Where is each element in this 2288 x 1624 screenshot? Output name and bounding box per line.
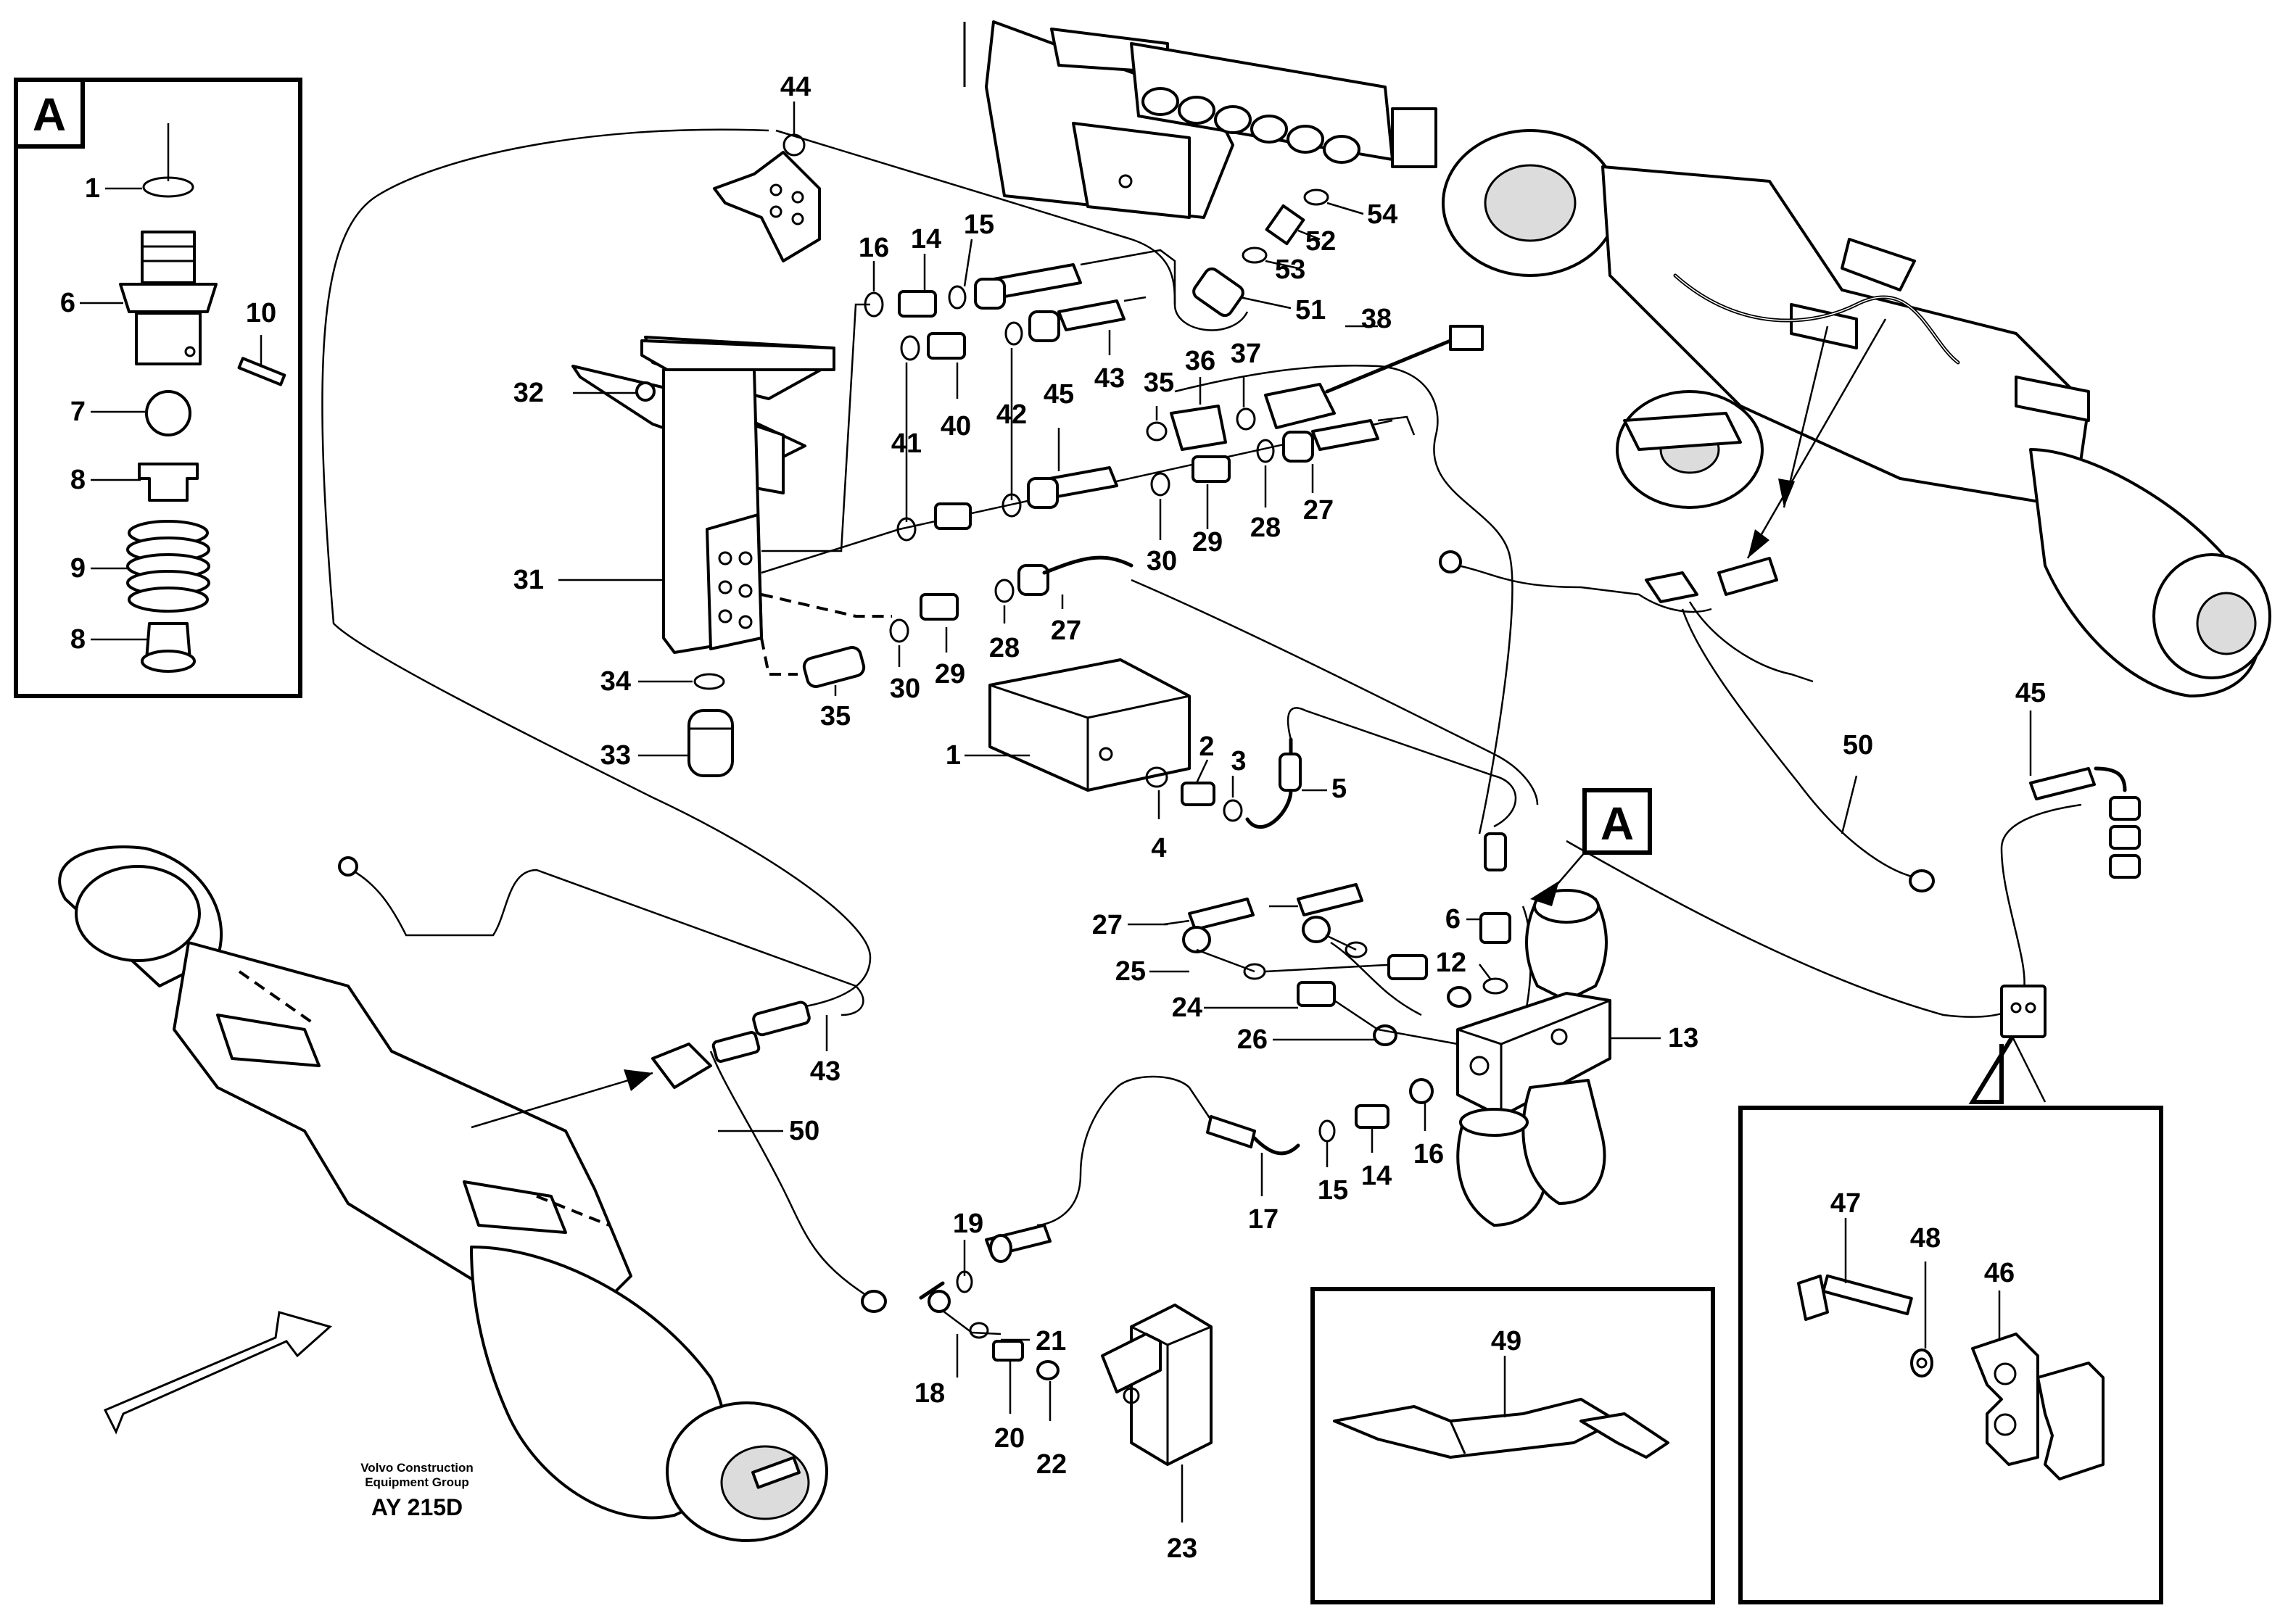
callout-26: 26 (1237, 1024, 1268, 1055)
callout-51: 51 (1295, 295, 1326, 326)
credit-block: Volvo Construction Equipment Group AY 21… (360, 1461, 474, 1520)
callout-3: 3 (1231, 746, 1246, 776)
credit-code: AY 215D (371, 1494, 463, 1520)
callout-19: 19 (953, 1209, 983, 1239)
callout-52: 52 (1305, 226, 1336, 257)
fitting-group-valve-left: 27 25 24 26 (1092, 883, 1471, 1055)
callout-27-right: 27 (1303, 495, 1334, 526)
callout-44: 44 (780, 72, 811, 102)
callout-43-bottom: 43 (810, 1056, 841, 1087)
callout-9: 9 (70, 553, 86, 584)
callout-15-top: 15 (964, 210, 994, 240)
callout-48: 48 (1910, 1223, 1941, 1254)
callout-41: 41 (891, 428, 922, 459)
callout-45-top: 45 (1044, 379, 1074, 410)
callout-10: 10 (246, 298, 276, 328)
front-axle: 43 50 (58, 845, 887, 1542)
callout-16-bottom: 16 (1413, 1139, 1444, 1169)
reservoir-box-1: 1 2 3 4 5 (946, 658, 1517, 863)
callout-37: 37 (1231, 339, 1261, 369)
callout-53: 53 (1275, 254, 1305, 285)
callout-50-top: 50 (1843, 730, 1873, 761)
callout-32: 32 (513, 378, 544, 408)
callout-46: 46 (1984, 1258, 2015, 1288)
callout-36: 36 (1185, 346, 1215, 376)
callout-7: 7 (70, 397, 86, 427)
callout-42: 42 (996, 399, 1027, 430)
callout-29-lower: 29 (935, 659, 965, 689)
callout-47: 47 (1830, 1188, 1861, 1219)
detail-frame-clamp: 47 48 46 (1738, 1106, 2163, 1604)
callout-30-right: 30 (1147, 546, 1177, 576)
rear-axle: 50 45 (1439, 129, 2271, 1104)
callout-28-lower: 28 (989, 633, 1020, 663)
callout-23: 23 (1167, 1533, 1197, 1564)
callout-8-upper: 8 (70, 465, 86, 495)
callout-30-lower: 30 (890, 674, 920, 704)
callout-20: 20 (994, 1423, 1025, 1454)
callout-2: 2 (1199, 732, 1214, 762)
callout-45-right: 45 (2015, 678, 2046, 708)
callout-11: 1 (85, 173, 100, 204)
callout-8-lower: 8 (70, 624, 86, 655)
credit-line-1: Volvo Construction (360, 1461, 474, 1475)
callout-27-lower: 27 (1051, 616, 1081, 646)
callout-6: 6 (1445, 904, 1461, 935)
fitting-group-valve-bottom: 17 15 14 16 (1116, 1075, 1444, 1235)
top-valve-assembly: 44 54 52 53 51 (713, 20, 1437, 326)
callout-18: 18 (914, 1378, 945, 1409)
callout-25: 25 (1115, 956, 1146, 987)
callout-33: 33 (600, 740, 631, 771)
callout-22: 22 (1036, 1449, 1067, 1480)
callout-21: 21 (1036, 1326, 1066, 1356)
callout-24: 24 (1172, 993, 1202, 1023)
detail-frame-49: 49 (1310, 1287, 1715, 1604)
view-a-marker: A (1601, 798, 1634, 850)
detail-a-frame: A 1 (14, 78, 302, 698)
callout-17: 17 (1248, 1204, 1279, 1235)
callout-5: 5 (1331, 774, 1347, 804)
callout-14-bottom: 14 (1361, 1161, 1392, 1191)
callout-49: 49 (1491, 1326, 1521, 1356)
callout-14-top: 14 (911, 224, 941, 254)
pedal-valve-assembly: 32 31 34 33 35 16 14 15 41 40 42 43 (513, 210, 1484, 777)
callout-15-bottom: 15 (1318, 1175, 1348, 1206)
callout-40: 40 (941, 411, 971, 442)
callout-27-valve: 27 (1092, 910, 1123, 940)
callout-50-bottom: 50 (789, 1116, 819, 1146)
callout-6-detail: 6 (60, 288, 75, 318)
callout-35: 35 (1144, 368, 1174, 398)
callout-43-top: 43 (1094, 363, 1125, 394)
callout-34: 34 (600, 666, 631, 697)
callout-1: 1 (946, 740, 961, 771)
valve-ports (1141, 87, 1360, 164)
callout-38: 38 (1361, 304, 1392, 334)
credit-line-2: Equipment Group (365, 1475, 469, 1489)
callout-54: 54 (1367, 199, 1397, 230)
solenoid-valve-23: 19 18 21 20 22 23 (914, 1087, 1213, 1564)
detail-a-label: A (33, 88, 66, 141)
callout-4: 4 (1151, 833, 1166, 863)
callout-31: 31 (513, 565, 544, 595)
callout-13: 13 (1668, 1023, 1698, 1053)
callout-28-right: 28 (1250, 513, 1281, 543)
spring-icon (126, 520, 210, 613)
callout-39: 35 (820, 701, 851, 732)
accumulator-valve-13: 13 6 12 A (1436, 788, 1698, 1227)
callout-12: 12 (1436, 948, 1466, 978)
callout-16-top: 16 (859, 233, 889, 263)
callout-29-right: 29 (1192, 527, 1223, 558)
